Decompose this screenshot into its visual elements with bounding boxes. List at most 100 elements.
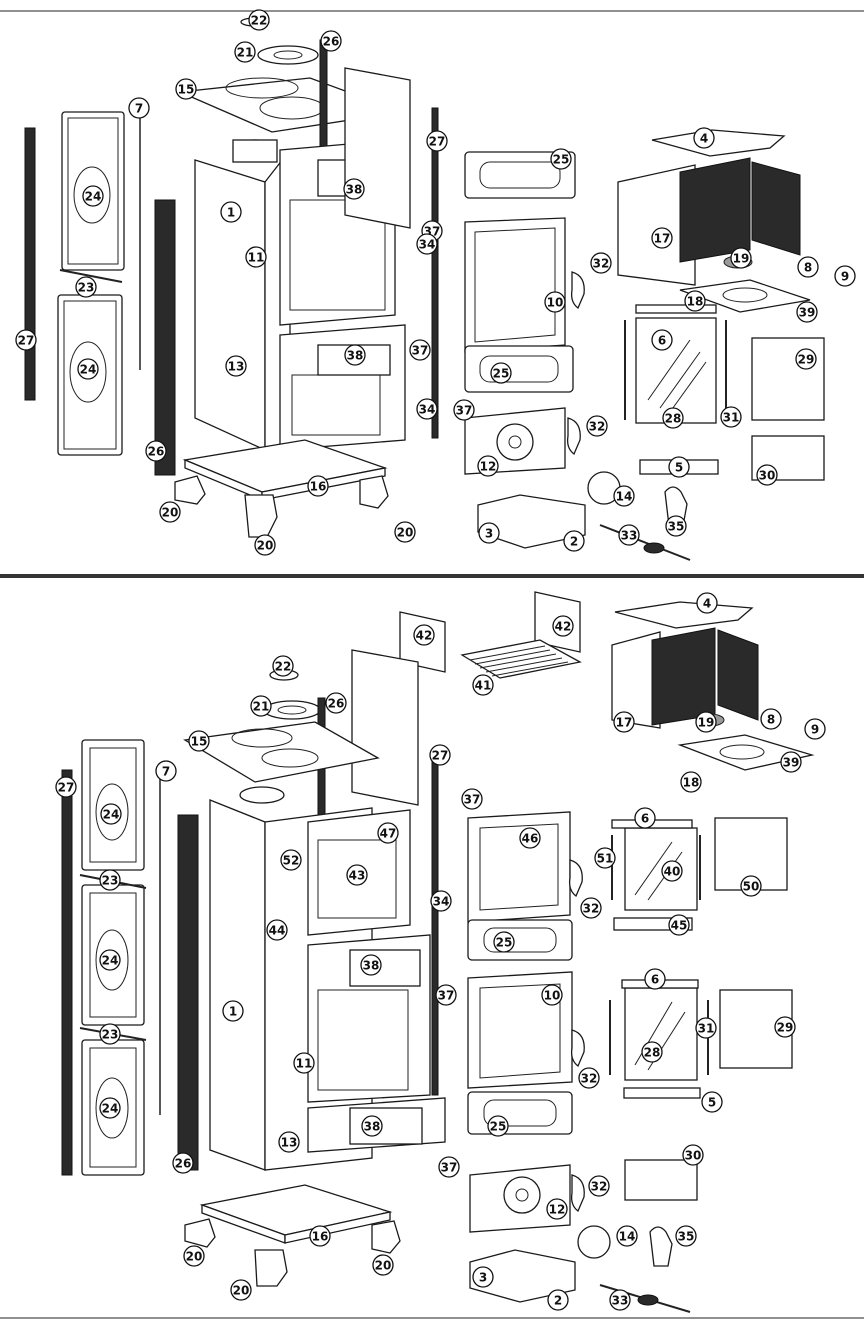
callout-51: 51 bbox=[594, 847, 616, 869]
callout-number: 20 bbox=[375, 1259, 392, 1273]
callout-number: 35 bbox=[668, 520, 685, 534]
callout-number: 32 bbox=[593, 257, 610, 271]
callout-number: 33 bbox=[621, 529, 638, 543]
callout-number: 4 bbox=[700, 132, 708, 146]
callout-20: 20 bbox=[394, 521, 416, 543]
callout-number: 24 bbox=[80, 363, 97, 377]
callout-number: 30 bbox=[685, 1149, 702, 1163]
callout-39: 39 bbox=[796, 301, 818, 323]
callout-number: 35 bbox=[678, 1230, 695, 1244]
callout-number: 52 bbox=[283, 854, 300, 868]
callout-50: 50 bbox=[740, 875, 762, 897]
callout-45: 45 bbox=[668, 914, 690, 936]
callout-number: 32 bbox=[583, 902, 600, 916]
callout-number: 13 bbox=[281, 1136, 298, 1150]
callout-number: 33 bbox=[612, 1294, 629, 1308]
callout-number: 28 bbox=[644, 1046, 661, 1060]
callout-17: 17 bbox=[613, 711, 635, 733]
callout-17: 17 bbox=[651, 227, 673, 249]
grate-b bbox=[677, 734, 815, 771]
callout-number: 16 bbox=[310, 480, 327, 494]
callout-number: 51 bbox=[597, 852, 614, 866]
callout-22: 22 bbox=[248, 9, 270, 31]
callout-29: 29 bbox=[795, 348, 817, 370]
callout-1: 1 bbox=[220, 201, 242, 223]
callout-7: 7 bbox=[155, 760, 177, 782]
callout-21: 21 bbox=[234, 41, 256, 63]
callout-number: 27 bbox=[18, 334, 35, 348]
callout-number: 42 bbox=[416, 629, 433, 643]
callout-24: 24 bbox=[100, 803, 122, 825]
base-frame bbox=[182, 439, 388, 493]
callout-38: 38 bbox=[361, 1115, 383, 1137]
callout-34: 34 bbox=[416, 398, 438, 420]
callout-39: 39 bbox=[780, 751, 802, 773]
callout-number: 10 bbox=[544, 989, 561, 1003]
callout-23: 23 bbox=[99, 1023, 121, 1045]
callout-number: 20 bbox=[186, 1250, 203, 1264]
callout-number: 2 bbox=[570, 535, 578, 549]
callout-number: 16 bbox=[312, 1230, 329, 1244]
callout-33: 33 bbox=[609, 1289, 631, 1311]
callout-13: 13 bbox=[225, 355, 247, 377]
callout-number: 15 bbox=[191, 735, 208, 749]
door-glass bbox=[635, 317, 717, 424]
callout-26: 26 bbox=[325, 692, 347, 714]
callout-number: 4 bbox=[703, 597, 711, 611]
callout-32: 32 bbox=[578, 1067, 600, 1089]
callout-number: 29 bbox=[798, 353, 815, 367]
ash-pan bbox=[477, 494, 586, 549]
gasket-left bbox=[24, 127, 36, 401]
callout-16: 16 bbox=[309, 1225, 331, 1247]
callout-7: 7 bbox=[128, 97, 150, 119]
callout-15: 15 bbox=[188, 730, 210, 752]
callout-number: 7 bbox=[162, 765, 170, 779]
callout-28: 28 bbox=[641, 1041, 663, 1063]
callout-11: 11 bbox=[293, 1052, 315, 1074]
callout-number: 14 bbox=[619, 1230, 636, 1244]
callout-34: 34 bbox=[430, 890, 452, 912]
callout-15: 15 bbox=[175, 78, 197, 100]
callout-27: 27 bbox=[429, 744, 451, 766]
callout-34: 34 bbox=[416, 233, 438, 255]
callout-25: 25 bbox=[550, 148, 572, 170]
callout-number: 20 bbox=[257, 539, 274, 553]
callout-32: 32 bbox=[588, 1175, 610, 1197]
callout-16: 16 bbox=[307, 475, 329, 497]
callout-number: 25 bbox=[553, 153, 570, 167]
callout-number: 11 bbox=[296, 1057, 313, 1071]
callout-number: 24 bbox=[85, 190, 102, 204]
callout-20: 20 bbox=[183, 1245, 205, 1267]
callout-number: 19 bbox=[698, 716, 715, 730]
callout-number: 38 bbox=[347, 349, 364, 363]
callout-14: 14 bbox=[613, 485, 635, 507]
callout-42: 42 bbox=[413, 624, 435, 646]
callout-number: 37 bbox=[464, 793, 481, 807]
callout-number: 37 bbox=[441, 1161, 458, 1175]
deflector bbox=[651, 129, 786, 157]
callout-18: 18 bbox=[680, 771, 702, 793]
callout-number: 26 bbox=[323, 35, 340, 49]
callout-number: 30 bbox=[759, 469, 776, 483]
callout-number: 13 bbox=[228, 360, 245, 374]
callout-number: 15 bbox=[178, 83, 195, 97]
callout-number: 24 bbox=[102, 954, 119, 968]
callout-20: 20 bbox=[254, 534, 276, 556]
callout-number: 18 bbox=[683, 776, 700, 790]
callout-number: 27 bbox=[429, 135, 446, 149]
callout-number: 37 bbox=[456, 404, 473, 418]
callout-4: 4 bbox=[693, 127, 715, 149]
callout-number: 12 bbox=[549, 1203, 566, 1217]
top-stove-parts bbox=[24, 17, 825, 561]
callout-27: 27 bbox=[426, 130, 448, 152]
callout-number: 27 bbox=[58, 781, 75, 795]
callout-2: 2 bbox=[547, 1289, 569, 1311]
callout-10: 10 bbox=[544, 291, 566, 313]
callout-number: 6 bbox=[658, 334, 666, 348]
callout-number: 47 bbox=[380, 827, 397, 841]
callout-40: 40 bbox=[661, 860, 683, 882]
callout-number: 6 bbox=[651, 973, 659, 987]
